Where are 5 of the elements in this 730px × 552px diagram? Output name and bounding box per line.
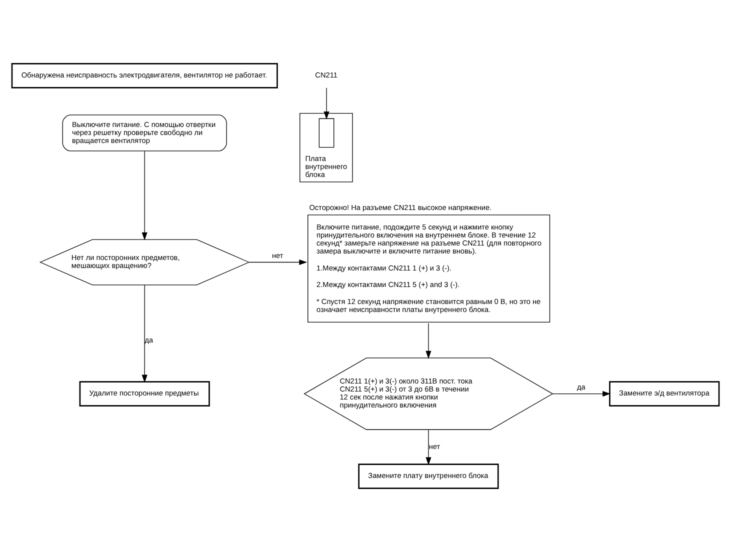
edge-label: да: [576, 382, 585, 392]
edge-label: нет: [272, 251, 283, 260]
node-text: CN211: [314, 70, 337, 80]
edge-label: нет: [428, 442, 440, 451]
node-label: Осторожно! На разъеме CN211 высокое напряжение.: [308, 203, 492, 212]
